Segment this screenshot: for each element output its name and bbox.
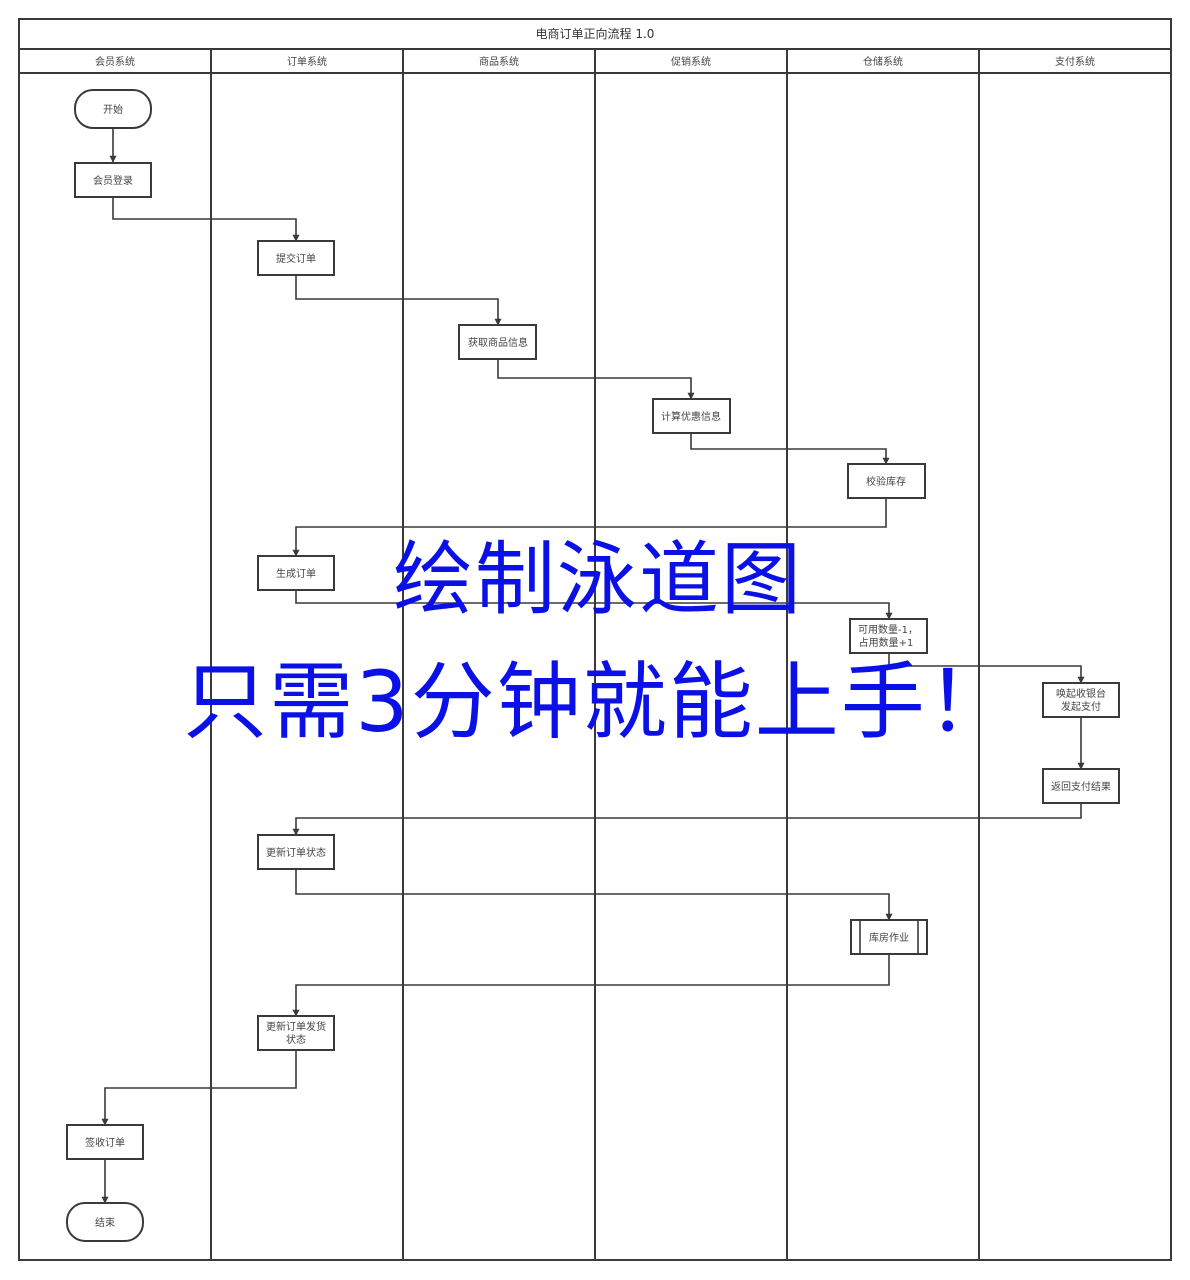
node-update-ship-status[interactable]: 更新订单发货 状态 <box>257 1015 335 1051</box>
lane-header-warehouse: 仓储系统 <box>863 55 903 68</box>
edge-getinfo-discount <box>497 359 695 400</box>
node-invoke-cashier-line2: 发起支付 <box>1061 700 1101 713</box>
node-start[interactable]: 开始 <box>74 89 152 129</box>
node-stock-adjust[interactable]: 可用数量-1， 占用数量+1 <box>849 618 928 654</box>
node-update-order-status[interactable]: 更新订单状态 <box>257 834 335 870</box>
lane-header-order: 订单系统 <box>287 55 327 68</box>
node-stock-adjust-line2: 占用数量+1 <box>859 636 914 649</box>
node-warehouse-ops[interactable]: 库房作业 <box>850 919 928 955</box>
node-get-product-info[interactable]: 获取商品信息 <box>458 324 537 360</box>
edge-updatestatus-warehouse <box>295 869 893 921</box>
node-calc-discount-label: 计算优惠信息 <box>661 410 721 423</box>
edge-create-stockadjust <box>295 590 893 620</box>
node-end[interactable]: 结束 <box>66 1202 144 1242</box>
node-invoke-cashier[interactable]: 唤起收银台 发起支付 <box>1042 682 1120 718</box>
edge-discount-checkstock <box>690 433 890 465</box>
edge-submit-getinfo <box>295 275 502 326</box>
node-update-order-status-label: 更新订单状态 <box>266 846 326 859</box>
node-member-login-label: 会员登录 <box>93 174 133 187</box>
lane-header-member: 会员系统 <box>95 55 135 68</box>
node-create-order[interactable]: 生成订单 <box>257 555 335 591</box>
edge-checkstock-create <box>292 498 887 557</box>
node-stock-adjust-line1: 可用数量-1， <box>858 623 918 636</box>
edge-warehouse-shipstatus <box>292 954 890 1017</box>
node-check-stock-label: 校验库存 <box>866 475 906 488</box>
edge-stockadjust-cashier <box>888 653 1085 684</box>
node-submit-order-label: 提交订单 <box>276 252 316 265</box>
edge-shipstatus-sign <box>101 1050 297 1126</box>
node-warehouse-ops-label: 库房作业 <box>869 931 909 944</box>
node-sign-order-label: 签收订单 <box>85 1136 125 1149</box>
node-return-pay-result-label: 返回支付结果 <box>1051 780 1111 793</box>
node-invoke-cashier-line1: 唤起收银台 <box>1056 687 1106 700</box>
node-update-ship-status-line2: 状态 <box>286 1033 306 1046</box>
lane-header-payment: 支付系统 <box>1055 55 1095 68</box>
node-sign-order[interactable]: 签收订单 <box>66 1124 144 1160</box>
node-end-label: 结束 <box>95 1216 115 1229</box>
node-get-product-info-label: 获取商品信息 <box>468 336 528 349</box>
node-member-login[interactable]: 会员登录 <box>74 162 152 198</box>
node-calc-discount[interactable]: 计算优惠信息 <box>652 398 731 434</box>
lane-header-product: 商品系统 <box>479 55 519 68</box>
node-return-pay-result[interactable]: 返回支付结果 <box>1042 768 1120 804</box>
node-check-stock[interactable]: 校验库存 <box>847 463 926 499</box>
node-submit-order[interactable]: 提交订单 <box>257 240 335 276</box>
node-create-order-label: 生成订单 <box>276 567 316 580</box>
node-start-label: 开始 <box>103 103 123 116</box>
lane-header-promotion: 促销系统 <box>671 55 711 68</box>
node-update-ship-status-line1: 更新订单发货 <box>266 1020 326 1033</box>
diagram-title: 电商订单正向流程 1.0 <box>536 26 655 41</box>
edge-payresult-updatestatus <box>292 803 1082 836</box>
edge-login-submit <box>112 197 300 242</box>
